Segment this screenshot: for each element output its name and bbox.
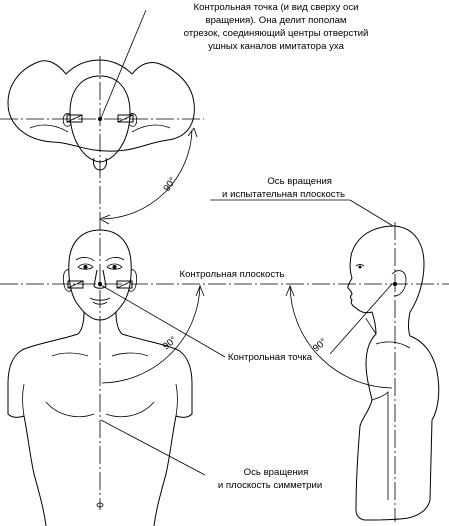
top-angle-arc	[102, 129, 193, 220]
front-view-right-pupil	[112, 265, 117, 269]
front-angle-arc	[101, 284, 201, 384]
front-angle-arrow-a	[195, 285, 201, 297]
side-view-shoulder	[375, 341, 411, 349]
top-view-left-ear-hatch	[66, 114, 83, 123]
reference-plane-label: Контрольная плоскость	[179, 269, 284, 280]
reference-point-top-label-line-1: Контрольная точка (и вид сверху оси	[193, 2, 358, 13]
front-view-left-arm-inner	[22, 383, 25, 417]
front-view-right-ear-simulator	[116, 280, 133, 289]
rotation-axis-test-plane-label-line-1: Ось вращения	[267, 176, 332, 187]
front-view-right-ear	[128, 269, 138, 292]
symmetry-axis-leader	[100, 419, 206, 476]
reference-point-top-label-line-4: ушных каналов имитатора уха	[208, 41, 344, 52]
rotation-axis-symmetry-plane-label-line-1: Ось вращения	[244, 467, 309, 478]
top-view-left-ear	[62, 113, 72, 127]
side-angle-arc	[289, 284, 393, 389]
reference-point-top-leader	[100, 9, 147, 119]
front-view-right-ear-hatch	[116, 280, 133, 289]
front-view-head-outline	[68, 229, 132, 321]
top-view-right-ear-simulator	[117, 114, 134, 123]
top-angle-arrow-c	[187, 127, 195, 137]
side-angle-arrow-a	[285, 285, 291, 297]
front-view-left-ear-hatch	[67, 280, 84, 289]
top-view-left-ear-simulator	[66, 114, 83, 123]
front-view-left-brow	[75, 257, 95, 262]
front-view-collarbone-left	[51, 352, 89, 357]
reference-point-label: Контрольная точка	[228, 352, 313, 363]
side-view-eye	[355, 264, 365, 267]
front-view-nose	[93, 269, 107, 289]
side-angle-label: 90°	[311, 336, 329, 354]
side-view-torso-back	[365, 335, 440, 521]
side-view-back-of-head	[394, 225, 425, 337]
front-view-right-arm-inner	[175, 383, 178, 417]
reference-point-top-label-line-3: отрезок, соединяющий центры отверстий	[184, 28, 369, 39]
front-view-left-ear	[62, 269, 72, 292]
front-view-right-chest	[105, 401, 155, 418]
top-angle-arrow-b	[99, 218, 110, 225]
front-view-collarbone-right	[111, 352, 149, 357]
reference-point-top-label-line-2: вращения). Она делит пополам	[205, 15, 346, 26]
side-view-head-outline	[347, 225, 396, 335]
front-view-left-chest	[45, 401, 95, 418]
side-view-torso-front	[355, 333, 377, 521]
side-view-pupil	[358, 265, 362, 269]
front-angle-arrow-b	[199, 285, 205, 297]
test-plane-leader	[349, 199, 394, 227]
front-view-navel	[96, 502, 104, 508]
rotation-axis-test-plane-label-line-2: и испытательная плоскость	[222, 189, 345, 200]
top-angle-arrow-d	[193, 127, 198, 138]
top-view-right-ear-hatch	[117, 114, 134, 123]
front-view-left-eye	[77, 263, 94, 270]
front-view	[7, 229, 193, 526]
front-view-left-pupil	[83, 265, 88, 269]
reference-point-leader-front	[100, 284, 226, 358]
front-view-neck-right	[115, 311, 123, 335]
front-view-mouth	[89, 297, 111, 301]
rotation-axis-symmetry-plane-label-line-2: и плоскость симметрии	[218, 480, 322, 491]
side-view-ear	[391, 270, 407, 297]
top-view-right-ear	[128, 113, 138, 127]
top-angle-arrow-a	[99, 214, 111, 220]
front-view-right-eye	[106, 263, 123, 270]
top-view-shoulders-outline	[7, 59, 195, 152]
side-view	[347, 225, 440, 521]
top-view-shoulder-curve-right	[131, 124, 171, 133]
front-view-neck-left	[77, 311, 85, 335]
side-angle-arrow-b	[289, 285, 295, 297]
side-view-arm	[371, 391, 389, 500]
front-view-left-ear-simulator	[67, 280, 84, 289]
side-view-chin	[365, 317, 377, 335]
top-view-shoulder-curve-left	[29, 124, 69, 133]
side-reference-point-dot	[393, 282, 397, 286]
reference-point-leader-side	[329, 283, 393, 355]
front-view-lower-lip	[92, 301, 108, 305]
front-view-right-brow	[105, 257, 125, 262]
